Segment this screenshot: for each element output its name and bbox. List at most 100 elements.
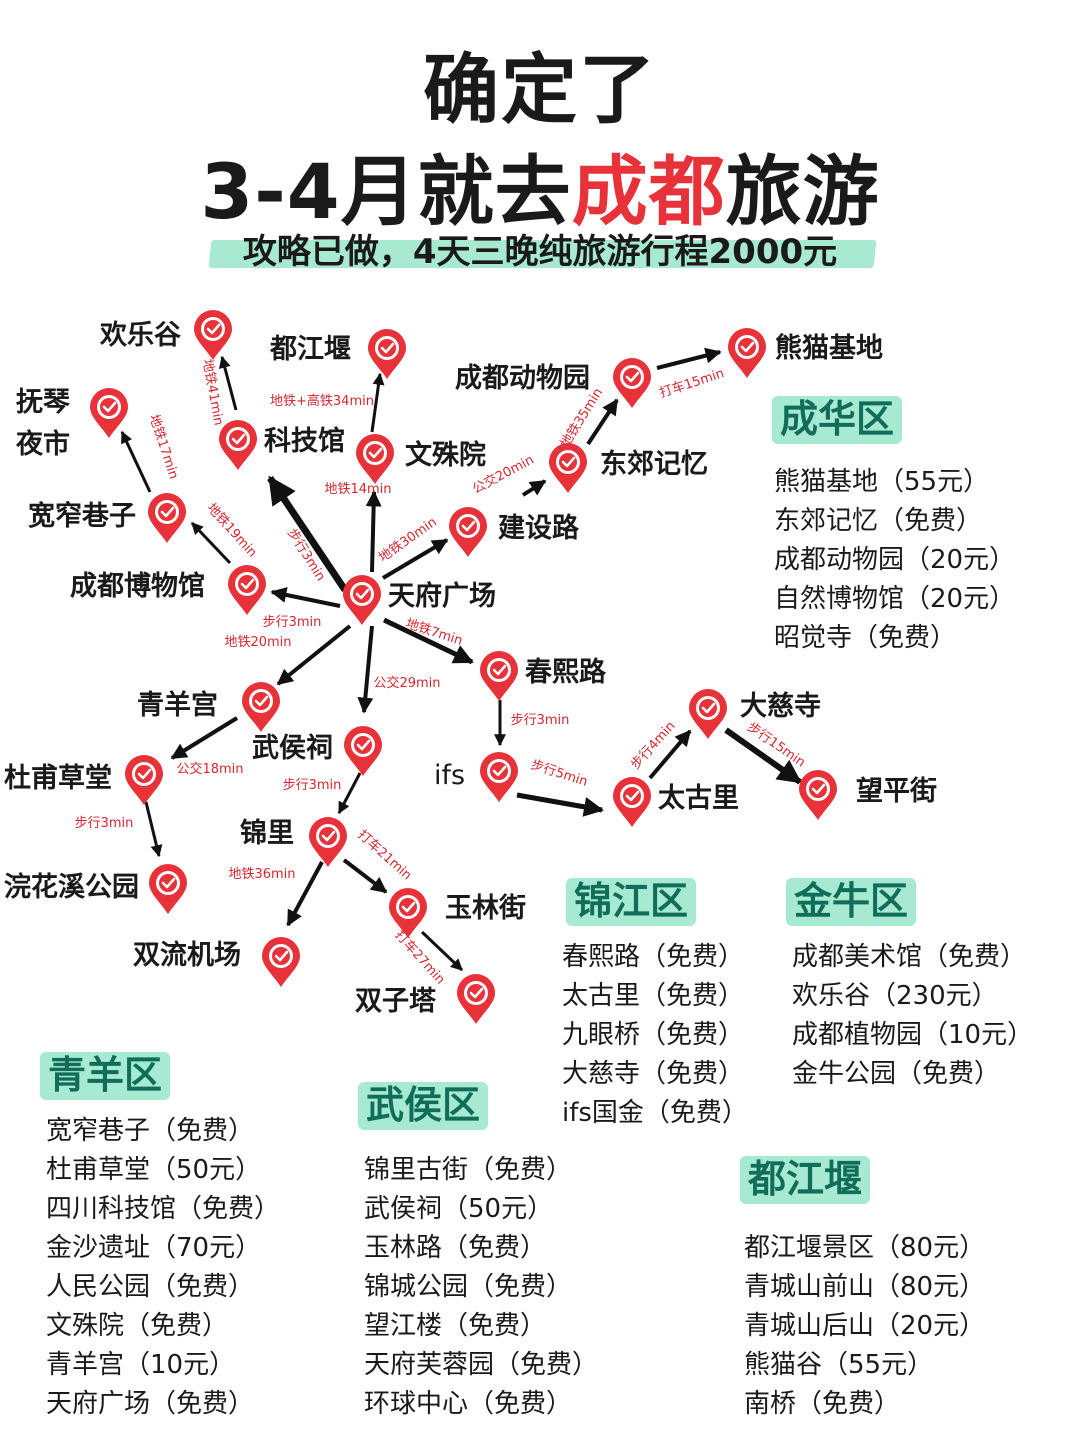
list-item: 都江堰景区（80元）: [744, 1233, 986, 1263]
list-item: 宽窄巷子（免费）: [46, 1116, 255, 1146]
node-label-wenshuyuan: 文殊院: [405, 440, 486, 471]
route-label-ifs_taiguli: 步行5min: [529, 757, 590, 789]
arrow-kejiguan-huanlegu: [218, 355, 238, 411]
list-item: 杜甫草堂（50元）: [46, 1155, 262, 1185]
list-item: 大慈寺（免费）: [562, 1059, 745, 1089]
route-label-tianfu_wuhou: 公交29min: [373, 675, 440, 691]
node-label-taiguli: 太古里: [658, 783, 739, 814]
map-pin-icon: [480, 651, 518, 701]
list-item: 欢乐谷（230元）: [792, 981, 998, 1011]
arrow-tianfu-kejiguan: [267, 475, 348, 592]
list-item: 金牛公园（免费）: [792, 1059, 1001, 1089]
list-item: 锦城公园（免费）: [364, 1272, 573, 1302]
arrow-dufu-huanhuaxi: [144, 801, 163, 858]
list-item: 武侯祠（50元）: [364, 1194, 554, 1224]
node-label-wangping: 望平街: [856, 776, 937, 807]
arrow-kuanzhai-fuqin: [120, 430, 152, 493]
map-pin-icon: [242, 682, 280, 732]
arrow-tianfu-chunxi: [382, 617, 474, 665]
node-label-kuanzhai: 宽窄巷子: [28, 501, 136, 532]
list-item: ifs国金（免费）: [562, 1098, 748, 1128]
arrow-dongjiao-dongwuyuan: [586, 398, 619, 446]
district-list-wuhou: 锦里古街（免费） 武侯祠（50元） 玉林路（免费） 锦城公园（免费） 望江楼（免…: [364, 1151, 598, 1424]
map-pin-icon: [368, 329, 406, 379]
map-pin-icon: [194, 310, 232, 360]
title-highlight-city: 成都: [571, 147, 726, 236]
list-item: 自然博物馆（20元）: [774, 584, 1016, 614]
list-item: 玉林路（免费）: [364, 1233, 547, 1263]
page-title-line1: 确定了: [423, 45, 657, 134]
node-label-chunxi: 春熙路: [525, 657, 606, 688]
list-item: 天府芙蓉园（免费）: [364, 1350, 599, 1380]
node-label-yulinjie: 玉林街: [445, 893, 526, 924]
map-pin-icon: [549, 443, 587, 493]
node-label-shuangzita: 双子塔: [355, 986, 436, 1017]
route-label-tianfu_wenshuyuan: 地铁14min: [324, 482, 391, 497]
map-pin-icon: [262, 937, 300, 987]
arrow-bowuguan-kuanzhai: [190, 521, 232, 565]
list-item: 太古里（免费）: [562, 981, 745, 1011]
node-label-ifs: ifs: [434, 760, 466, 791]
route-label-kejiguan_huanlegu: 地铁41min: [199, 358, 225, 427]
map-pin-icon: [148, 493, 186, 543]
arrow-tianfu-jianshe: [381, 538, 449, 580]
arrow-yulin-shuangzita: [420, 930, 464, 972]
list-item: 金沙遗址（70元）: [46, 1233, 262, 1263]
route-label-dongjiao_dongwuyuan: 地铁35min: [558, 386, 606, 451]
route-label-wuhou_jinli: 步行3min: [283, 778, 342, 793]
map-pin-icon: [799, 770, 837, 820]
map-pin-icon: [728, 328, 766, 378]
list-item: 青羊宫（10元）: [46, 1350, 236, 1380]
map-pin-icon: [689, 689, 727, 739]
title-prefix: 3-4月就去: [200, 147, 572, 236]
arrow-taiguli-daci: [648, 729, 692, 780]
list-item: 成都动物园（20元）: [774, 545, 1016, 575]
node-label-jinli: 锦里: [240, 818, 294, 849]
list-item: 成都美术馆（免费）: [792, 942, 1027, 972]
list-item: 望江楼（免费）: [364, 1311, 547, 1341]
node-label-tianfu: 天府广场: [388, 581, 496, 612]
node-label-daci: 大慈寺: [740, 691, 821, 722]
map-pin-icon: [344, 726, 382, 776]
node-label-dujiangyan: 都江堰: [270, 334, 351, 365]
list-item: 青城山前山（80元）: [744, 1272, 986, 1302]
map-pin-icon: [613, 777, 651, 827]
route-label-chunxi_ifs: 步行3min: [511, 713, 570, 728]
district-list-jinjiang: 春熙路（免费） 太古里（免费） 九眼桥（免费） 大慈寺（免费） ifs国金（免费…: [562, 938, 748, 1133]
list-item: 昭觉寺（免费）: [774, 623, 957, 653]
node-label-fuqin: 抚琴 夜市: [16, 387, 70, 460]
arrow-jinli-yulin: [342, 858, 388, 894]
node-label-xiongmao: 熊猫基地: [775, 333, 883, 364]
route-label-dufu_huanhuaxi: 步行3min: [75, 816, 134, 831]
map-pin-icon: [149, 864, 187, 914]
arrow-wenshuyuan-dujiangyan: [370, 372, 385, 433]
page-title-line2: 3-4月就去成都旅游: [0, 130, 1080, 240]
map-pin-icon: [480, 752, 518, 802]
arrow-jinli-shuangliu: [286, 861, 324, 927]
district-title-chenghua: 成华区: [772, 396, 903, 444]
list-item: 南桥（免费）: [744, 1389, 901, 1419]
route-label-yulin_shuangzita: 打车27min: [392, 927, 449, 988]
arrow-jianshe-dongjiao: [521, 479, 547, 497]
map-pin-icon: [219, 420, 257, 470]
district-list-qingyang: 宽窄巷子（免费） 杜甫草堂（50元） 四川科技馆（免费） 金沙遗址（70元） 人…: [46, 1112, 280, 1424]
node-label-wuhouci: 武侯祠: [252, 733, 333, 764]
node-label-qingyanggong: 青羊宫: [137, 690, 218, 721]
route-label-bowuguan_kuanzhai: 地铁19min: [204, 501, 260, 561]
arrow-ifs-taiguli: [516, 792, 604, 817]
arrow-wuhou-jinli: [337, 772, 362, 815]
list-item: 环球中心（免费）: [364, 1389, 573, 1419]
map-pin-icon: [343, 575, 381, 625]
title-suffix: 旅游: [725, 147, 880, 236]
node-label-bowuguan: 成都博物馆: [70, 571, 205, 602]
node-label-dongjiao: 东郊记忆: [600, 449, 708, 480]
node-label-dufu: 杜甫草堂: [4, 763, 112, 794]
map-pin-icon: [449, 507, 487, 557]
district-list-dujiangyan: 都江堰景区（80元） 青城山前山（80元） 青城山后山（20元） 熊猫谷（55元…: [744, 1229, 985, 1424]
route-label-tianfu_jianshe: 地铁30min: [376, 515, 440, 566]
map-pin-icon: [228, 565, 266, 615]
map-pin-icon: [457, 974, 495, 1024]
map-pin-icon: [356, 434, 394, 484]
page-subtitle: 攻略已做，4天三晚纯旅游行程2000元: [242, 232, 838, 272]
